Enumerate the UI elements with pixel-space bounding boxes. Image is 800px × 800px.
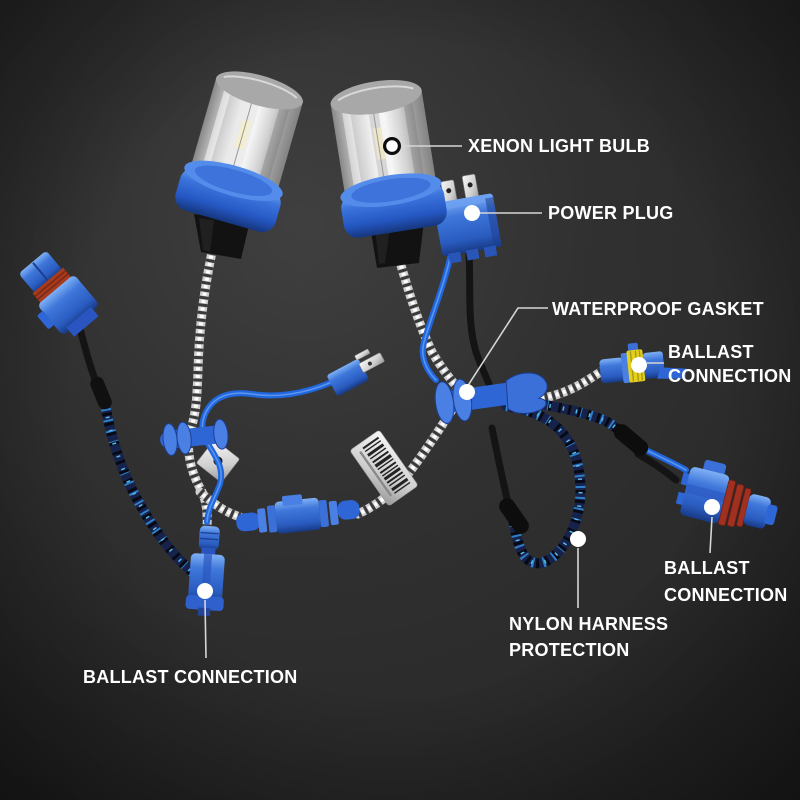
- power-plug: [433, 173, 502, 264]
- label-nylon-harness-protection: NYLON HARNESS PROTECTION: [509, 611, 668, 663]
- label-power-plug: POWER PLUG: [548, 203, 674, 223]
- callout-dot-power-plug: [464, 205, 480, 221]
- callout-dot-xenon-bulb: [383, 137, 401, 155]
- inline-barrel-connector: [236, 494, 360, 534]
- xenon-bulb-left: [175, 71, 304, 259]
- ballast-connector-yellow: [599, 342, 687, 384]
- label-line: PROTECTION: [509, 640, 630, 660]
- ballast-connector-top-left: [20, 252, 99, 337]
- spade-terminal-connector: [327, 348, 385, 396]
- label-line: CONNECTION: [664, 585, 788, 605]
- label-ballast-connection-bottom-left: BALLAST CONNECTION: [83, 667, 298, 687]
- callout-dot-ballast-top-right: [631, 357, 647, 373]
- callout-lines: [204, 145, 713, 659]
- waterproof-gasket-main: [434, 372, 548, 424]
- callout-dot-nylon-harness: [570, 531, 586, 547]
- label-ballast-connection-bottom-right: BALLAST CONNECTION: [664, 555, 788, 609]
- callout-dot-ballast-bottom-right: [704, 499, 720, 515]
- waterproof-gasket-small: [160, 418, 229, 456]
- barcode-tag: [350, 430, 418, 506]
- heat-shrink-sleeves: [90, 376, 649, 534]
- callout-dot-ballast-bottom-left: [197, 583, 213, 599]
- label-line: BALLAST: [664, 558, 750, 578]
- label-xenon-light-bulb: XENON LIGHT BULB: [468, 136, 650, 156]
- callout-dots: [197, 137, 720, 599]
- label-line: CONNECTION: [668, 366, 792, 386]
- callout-dot-waterproof-gasket: [459, 384, 475, 400]
- label-ballast-connection-top-right: BALLAST CONNECTION: [668, 340, 792, 388]
- label-line: NYLON HARNESS: [509, 614, 669, 634]
- label-line: BALLAST: [668, 342, 754, 362]
- label-waterproof-gasket: WATERPROOF GASKET: [552, 299, 764, 319]
